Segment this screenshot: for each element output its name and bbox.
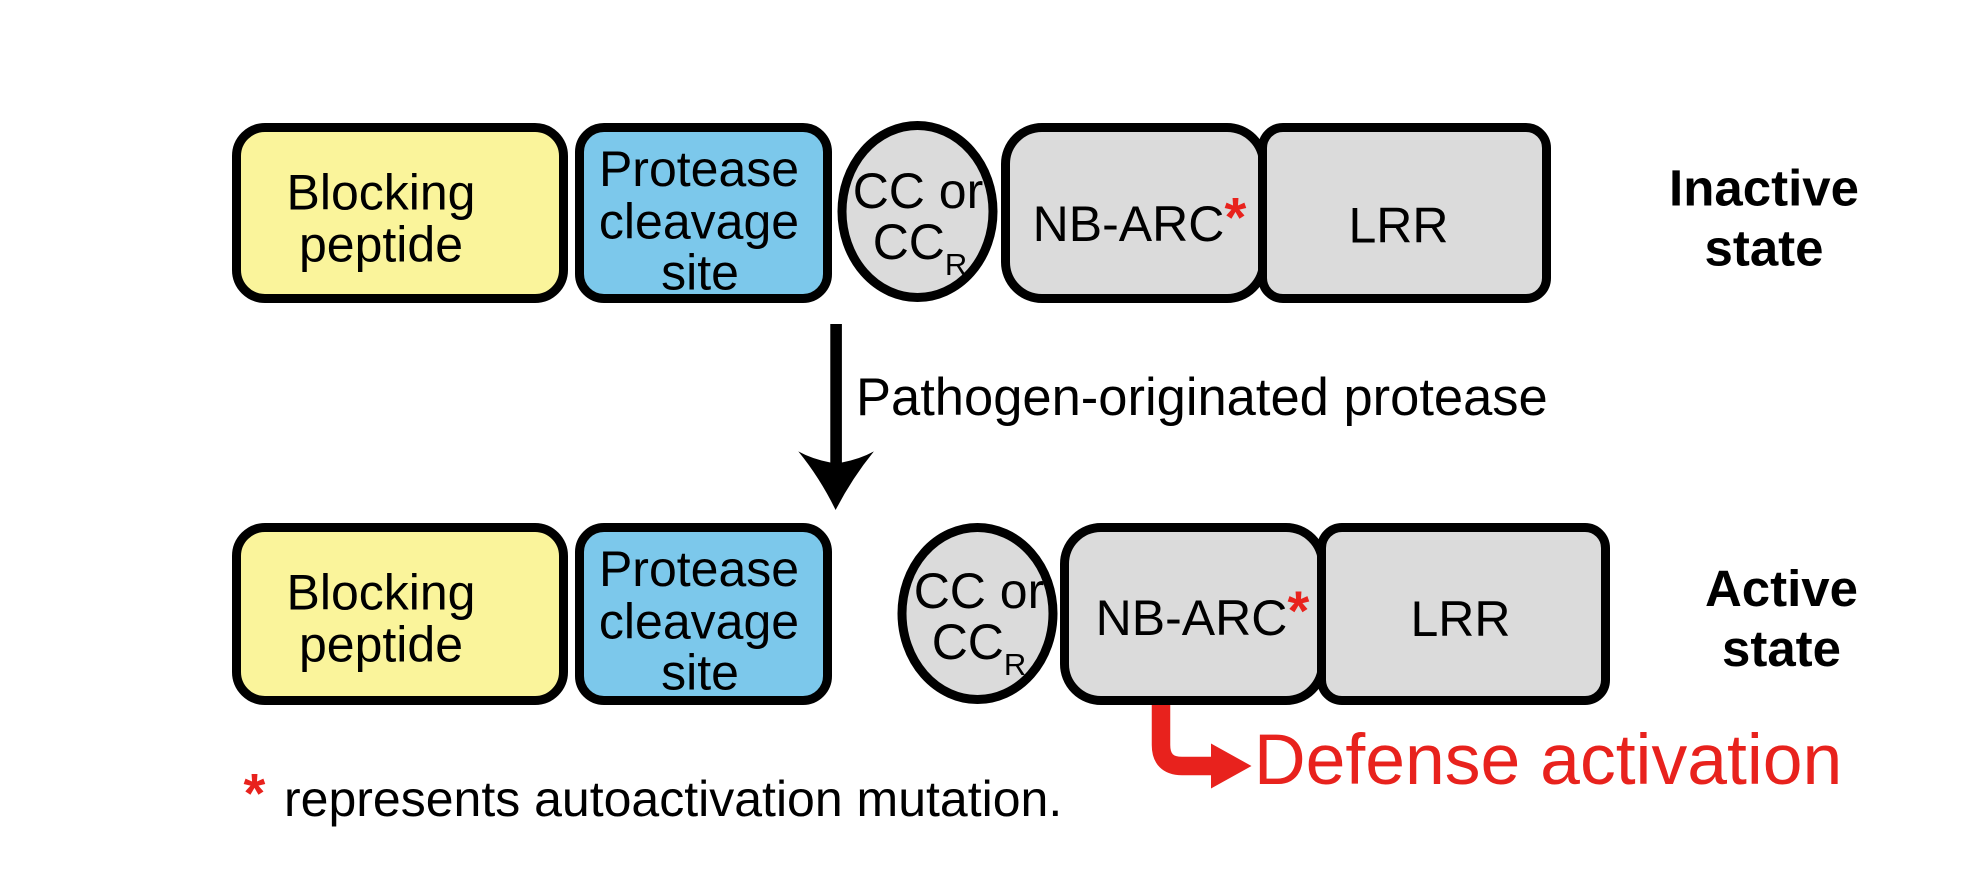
svg-text:CC or: CC or — [853, 163, 984, 219]
svg-text:NB-ARC: NB-ARC — [1096, 590, 1288, 646]
svg-text:LRR: LRR — [1348, 198, 1448, 254]
svg-text:Pathogen-originated protease: Pathogen-originated protease — [856, 368, 1548, 427]
svg-text:Protease: Protease — [599, 141, 799, 197]
svg-text:Active: Active — [1705, 560, 1858, 617]
svg-text:Blocking: Blocking — [287, 565, 476, 621]
svg-text:state: state — [1704, 220, 1823, 277]
svg-text:peptide: peptide — [299, 217, 463, 273]
svg-text:cleavage: cleavage — [599, 194, 799, 250]
svg-text:Defense activation: Defense activation — [1254, 720, 1842, 800]
svg-text:represents autoactivation muta: represents autoactivation mutation. — [284, 771, 1062, 827]
svg-text:*: * — [1288, 579, 1310, 642]
svg-text:*: * — [1225, 186, 1247, 249]
svg-text:state: state — [1722, 620, 1841, 677]
svg-text:Inactive: Inactive — [1669, 160, 1859, 217]
svg-text:Blocking: Blocking — [287, 165, 476, 221]
svg-text:peptide: peptide — [299, 617, 463, 673]
svg-text:cleavage: cleavage — [599, 594, 799, 650]
svg-text:site: site — [661, 645, 739, 701]
svg-text:LRR: LRR — [1410, 591, 1510, 647]
svg-text:CC or: CC or — [914, 563, 1045, 619]
svg-text:NB-ARC: NB-ARC — [1033, 196, 1225, 252]
svg-text:*: * — [244, 762, 266, 825]
svg-text:site: site — [661, 245, 739, 301]
svg-text:Protease: Protease — [599, 541, 799, 597]
